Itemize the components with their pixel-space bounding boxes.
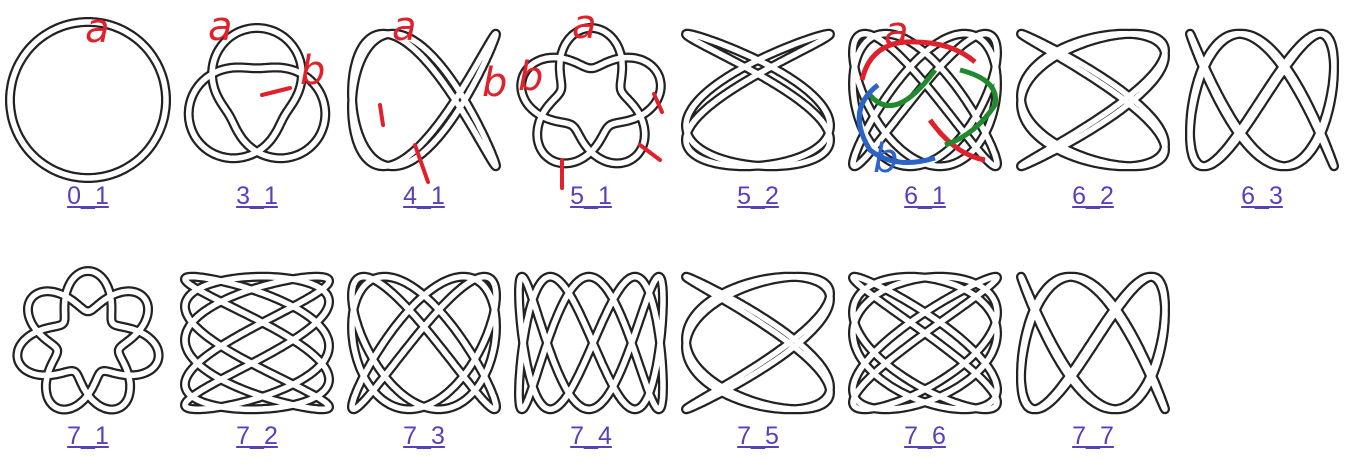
knot-link-7_7[interactable]: 7_7 [1043,421,1143,451]
knot-link-5_1[interactable]: 5_1 [541,181,641,211]
knot-link-7_3[interactable]: 7_3 [374,421,474,451]
knot-link-7_4[interactable]: 7_4 [541,421,641,451]
knot-7_5 [686,277,830,409]
knot-7_2 [185,277,329,409]
annotation-letter: a [392,4,417,50]
knot-link-0_1[interactable]: 0_1 [38,181,138,211]
annotation-letter: b [873,136,898,182]
knot-link-3_1[interactable]: 3_1 [207,181,307,211]
knot-7_1 [17,271,158,410]
annotation-letter: a [208,4,233,50]
annotation-tick [262,88,290,95]
annotation-letter: a [572,2,597,48]
knot-link-7_2[interactable]: 7_2 [207,421,307,451]
knot-link-7_6[interactable]: 7_6 [875,421,975,451]
annotation-tick [380,105,383,125]
knot-4_1 [352,34,496,166]
knot-7_3 [352,277,496,409]
knot-7_6 [853,277,997,409]
knot-link-6_2[interactable]: 6_2 [1043,181,1143,211]
annotation-letter: a [85,6,110,52]
knot-link-6_1[interactable]: 6_1 [875,181,975,211]
knot-link-7_5[interactable]: 7_5 [708,421,808,451]
knot-7_4 [519,277,663,409]
knot-6_3 [1190,34,1334,166]
annotation-letter: b [482,60,507,106]
knot-link-7_1[interactable]: 7_1 [38,421,138,451]
knot-link-5_2[interactable]: 5_2 [708,181,808,211]
annotation-letter: b [518,54,543,100]
knot-5_2 [686,34,830,166]
knot-7_7 [1021,277,1165,409]
knot-link-6_3[interactable]: 6_3 [1212,181,1312,211]
knot-link-4_1[interactable]: 4_1 [374,181,474,211]
knot-6_2 [1021,34,1165,166]
annotation-letter: b [300,48,325,94]
